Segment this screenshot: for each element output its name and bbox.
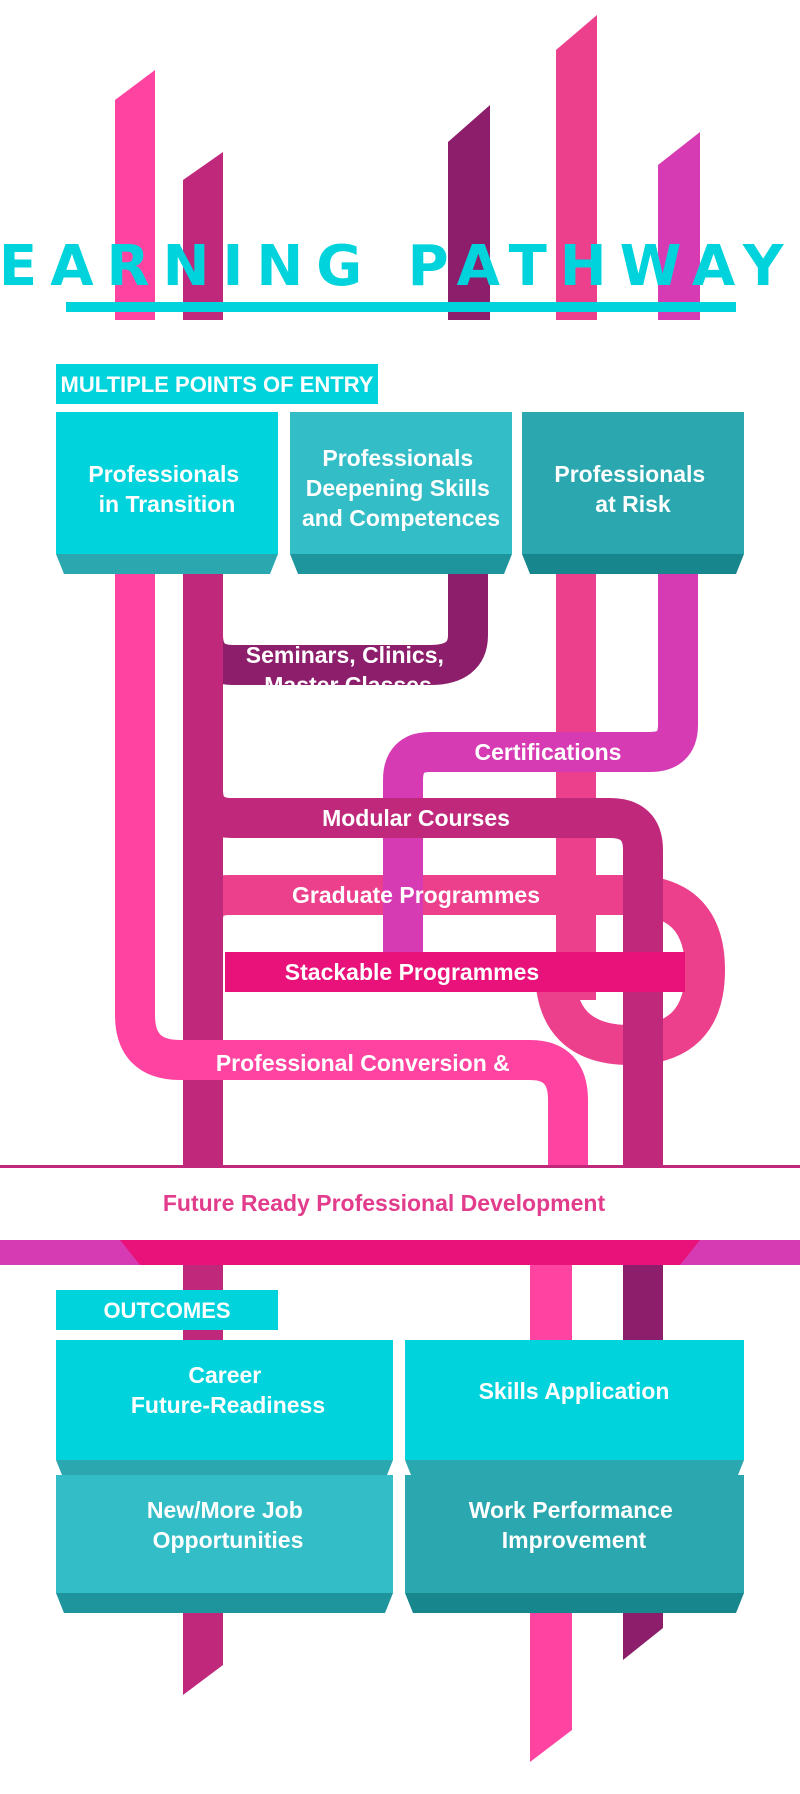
track-top-violet (658, 132, 700, 320)
outcome-performance-line2: Improvement (502, 1527, 647, 1553)
band-bg (0, 1165, 800, 1240)
band-title: Future Ready Professional Development (163, 1190, 606, 1216)
entry-box-at-risk-line2: at Risk (595, 491, 671, 517)
entry-box-transition-line1: Professionals (88, 461, 239, 487)
label-seminars-line1: Seminars, Clinics, (246, 642, 444, 668)
label-certifications: Certifications (475, 739, 622, 765)
label-seminars-line2: Master Classes (264, 672, 432, 698)
svg-text:Professionals at Risk: Professionals at Risk (554, 461, 711, 517)
entry-box-deepening: Professionals Deepening Skills and Compe… (290, 412, 512, 574)
outcome-jobs-line2: Opportunities (153, 1527, 304, 1553)
entry-box-transition: Professionals in Transition (56, 412, 278, 574)
label-graduate: Graduate Programmes (292, 882, 540, 908)
outcomes-heading-bg (56, 1290, 278, 1330)
track-top-pink (115, 70, 155, 320)
entry-box-deepening-line1: Professionals (322, 445, 473, 471)
band-top-line (0, 1165, 800, 1168)
page-title: LEARNING PATHWAYS (0, 234, 800, 299)
entry-box-at-risk-line1: Professionals (554, 461, 705, 487)
label-conversion-line2: Sectoral Programmes (247, 1080, 485, 1106)
outcome-box-skills: Skills Application (405, 1340, 744, 1480)
entry-heading: MULTIPLE POINTS OF ENTRY (61, 372, 374, 397)
entry-box-at-risk: Professionals at Risk (522, 412, 744, 574)
band-bottom-accent (120, 1240, 700, 1265)
svg-text:Professionals Deepening: Professionals Deepening Skills and Compe… (302, 445, 500, 531)
outcome-box-career: Career Future-Readiness (56, 1340, 393, 1480)
outcome-career-line1: Career (188, 1362, 261, 1388)
label-conversion-line1: Professional Conversion & (216, 1050, 510, 1076)
ribbon-stackable (225, 952, 685, 992)
outcome-career-line2: Future-Readiness (131, 1392, 325, 1418)
label-stackable: Stackable Programmes (285, 959, 539, 985)
svg-text:Skills Application: Skills Application (479, 1378, 670, 1404)
track-tops (115, 15, 700, 320)
track-top-plum (448, 105, 490, 320)
title-underline (66, 302, 736, 312)
svg-text:Professional Conversion &: Professional Conversion & Sectoral Progr… (216, 1050, 516, 1106)
outcome-performance-line1: Work Performance (469, 1497, 673, 1523)
outcomes-heading: OUTCOMES (103, 1298, 230, 1323)
ribbon-certifications (383, 560, 698, 980)
svg-text:Seminars, Clinics, Master: Seminars, Clinics, Master Classes (246, 642, 451, 698)
ribbon-graduate (183, 875, 725, 1065)
svg-text:Work Performance Improve: Work Performance Improvement (469, 1497, 679, 1553)
entry-heading-bg (56, 364, 378, 404)
svg-text:New/More Job Opportuniti: New/More Job Opportunities (147, 1497, 309, 1553)
entry-box-deepening-line2: Deepening Skills (306, 475, 490, 501)
track-top-hotpink (556, 15, 597, 320)
track-top-magenta (183, 152, 223, 320)
ribbon-conversion (115, 560, 588, 1180)
outcome-jobs-line1: New/More Job (147, 1497, 303, 1523)
pathway-ribbons (115, 560, 725, 1180)
entry-box-deepening-line3: and Competences (302, 505, 500, 531)
label-modular: Modular Courses (322, 805, 510, 831)
outcome-skills-line1: Skills Application (479, 1378, 670, 1404)
entry-box-transition-line2: in Transition (99, 491, 236, 517)
svg-text:Professionals in Transit: Professionals in Transition (88, 461, 245, 517)
outcome-box-performance: Work Performance Improvement (405, 1475, 744, 1613)
svg-text:Career Future-Readiness: Career Future-Readiness (131, 1362, 325, 1418)
outcome-box-jobs: New/More Job Opportunities (56, 1475, 393, 1613)
